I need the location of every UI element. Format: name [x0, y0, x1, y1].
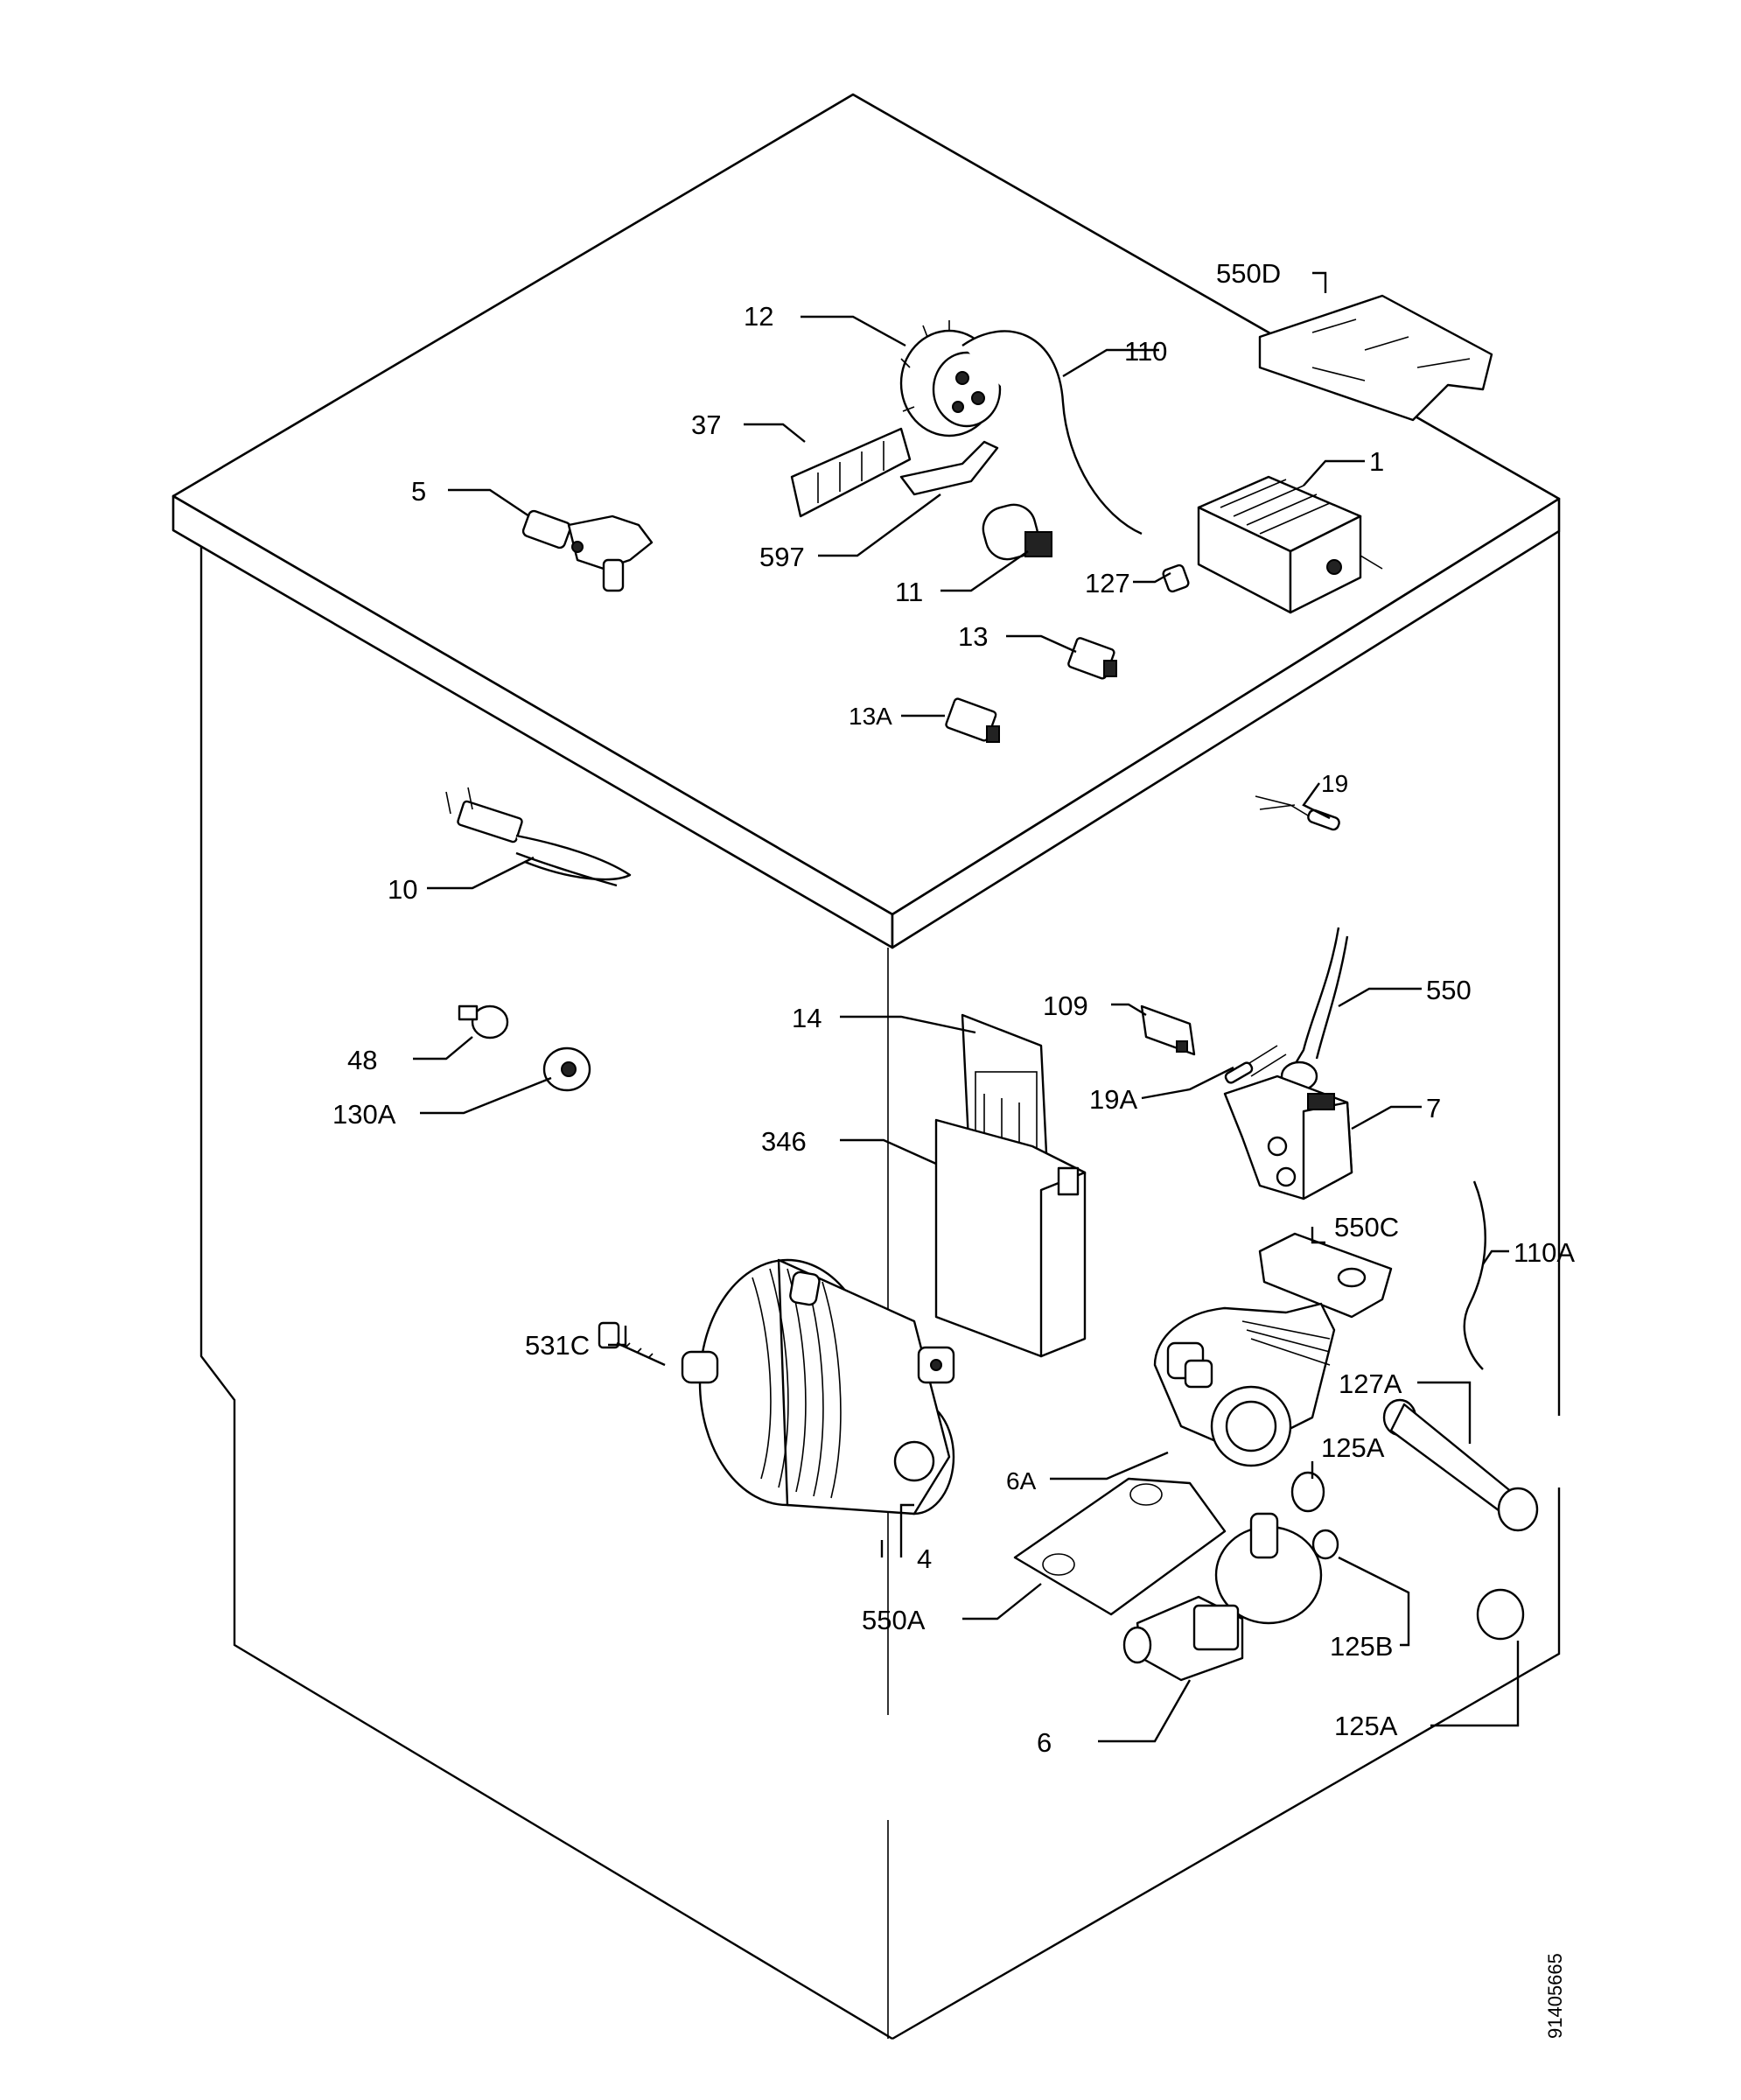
callout-12: 12: [744, 301, 773, 332]
part-550a-insulation-block: [1013, 1477, 1227, 1616]
callout-48: 48: [347, 1045, 377, 1075]
part-11-capacitor: [982, 503, 1052, 561]
callout-110: 110: [1124, 336, 1167, 367]
callout-127: 127: [1085, 568, 1130, 598]
part-19-sensor: [1255, 795, 1340, 831]
part-550-wiring-harness: [1280, 927, 1349, 1092]
callout-6a: 6A: [1006, 1467, 1037, 1494]
callout-6: 6: [1037, 1727, 1052, 1758]
callout-1: 1: [1369, 446, 1384, 477]
callout-13a: 13A: [849, 703, 892, 730]
part-13-connector: [1067, 637, 1117, 680]
part-127a-pipe: [1382, 1398, 1539, 1532]
part-127-connector: [1162, 564, 1190, 593]
cabinet-left-side: [199, 547, 893, 2040]
part-19a-sensor: [1224, 1045, 1287, 1084]
part-48-grommet: [458, 1004, 509, 1040]
callout-550a: 550A: [862, 1605, 926, 1635]
callout-13: 13: [958, 621, 988, 652]
callout-37: 37: [691, 410, 721, 440]
cabinet-bottom-right: [891, 1488, 1561, 2040]
part-10-heating-element: [445, 787, 632, 887]
callout-550c: 550C: [1334, 1212, 1399, 1242]
part-7-door-lock: [1223, 1074, 1353, 1200]
callout-125a-lower: 125A: [1334, 1711, 1398, 1741]
part-37-terminal-block: [790, 427, 912, 518]
part-6-drain-pump: [1122, 1512, 1323, 1682]
part-125a-ring-lower: [1476, 1588, 1525, 1641]
callout-597: 597: [759, 542, 805, 572]
callout-labels: 550D 12 110 37 5 597 11 127 1 13 13A 19 …: [332, 258, 1575, 1758]
part-4-motor: [681, 1258, 955, 1516]
part-109-clip: [1140, 1004, 1196, 1056]
part-125a-ring-upper: [1290, 1471, 1325, 1513]
callout-4: 4: [917, 1544, 932, 1574]
callout-11: 11: [895, 577, 923, 607]
callout-550: 550: [1426, 975, 1472, 1005]
part-5-inlet-valve: [521, 509, 654, 592]
callout-531c: 531C: [525, 1330, 590, 1361]
part-346-dispenser-housing: [934, 1118, 1087, 1358]
part-110a-hose: [1463, 1180, 1486, 1370]
callout-346: 346: [761, 1126, 807, 1157]
drawing-reference-number: 91405665: [1544, 1953, 1566, 2039]
part-531c-screw: [598, 1321, 666, 1367]
callout-109: 109: [1043, 990, 1088, 1021]
part-13a-connector: [945, 697, 1000, 743]
callout-19a: 19A: [1089, 1084, 1137, 1115]
cabinet-outline: [171, 93, 1561, 2040]
callout-127a: 127A: [1339, 1368, 1402, 1399]
callout-110a: 110A: [1514, 1237, 1575, 1268]
callout-125a-upper: 125A: [1321, 1432, 1385, 1463]
callout-5: 5: [411, 476, 426, 507]
callout-130a: 130A: [332, 1099, 396, 1130]
leader-lines: [413, 271, 1520, 1743]
part-125b-ring: [1311, 1529, 1339, 1560]
callout-19: 19: [1321, 770, 1348, 797]
cabinet-top: [171, 93, 1561, 916]
part-550d-cover-plate: [1258, 294, 1493, 422]
callout-10: 10: [388, 874, 417, 905]
part-130a-gear: [542, 1046, 591, 1092]
callout-14: 14: [792, 1003, 822, 1033]
part-1-programmer: [1197, 475, 1383, 614]
part-550c-cover: [1258, 1232, 1393, 1319]
callout-125b: 125B: [1330, 1631, 1393, 1662]
callout-550d: 550D: [1216, 258, 1281, 289]
part-6a-pump-housing: [1153, 1302, 1336, 1467]
part-110-hose: [961, 330, 1143, 536]
callout-7: 7: [1426, 1093, 1441, 1124]
part-597-bracket: [899, 440, 999, 496]
